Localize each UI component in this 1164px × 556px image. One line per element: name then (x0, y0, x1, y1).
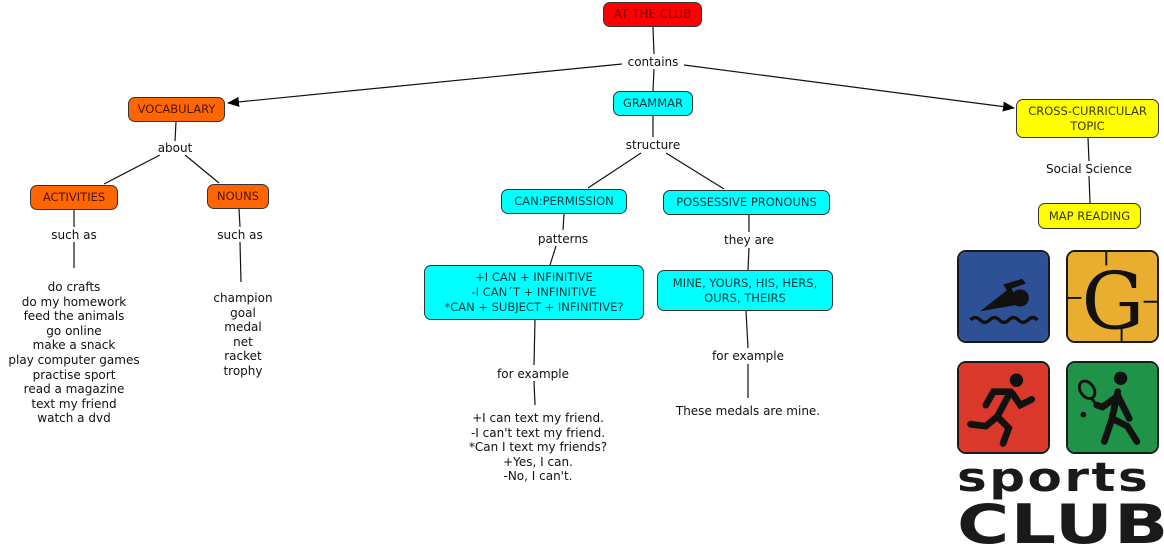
list-item: practise sport (32, 367, 116, 382)
list-item: watch a dvd (37, 411, 111, 426)
list-item: goal (230, 305, 256, 320)
connector (562, 213, 565, 231)
node-activities[interactable]: ACTIVITIES (30, 185, 118, 210)
link-they-are: they are (723, 233, 775, 247)
connector (184, 154, 220, 184)
logo-text-club: CLUB (957, 493, 1164, 556)
connector (1087, 137, 1090, 162)
connector (745, 310, 749, 349)
list-item: trophy (223, 363, 263, 378)
node-can-permission[interactable]: CAN:PERMISSION (501, 189, 627, 214)
list-item: racket (224, 349, 262, 364)
link-patterns: patterns (537, 232, 589, 246)
connector-arrow-cross-curricular (683, 64, 1015, 112)
connector-arrow-vocabulary (227, 63, 623, 107)
list-item: do crafts (47, 280, 101, 294)
connector (652, 26, 655, 55)
link-contains: contains (627, 55, 679, 69)
link-about: about (157, 141, 193, 155)
link-for-example-can: for example (497, 367, 569, 381)
link-such-as-activities: such as (51, 228, 97, 242)
connector (174, 121, 177, 142)
connector (239, 241, 242, 283)
list-item: -I can't text my friend. (470, 425, 606, 440)
link-structure: structure (625, 138, 681, 152)
list-item: feed the animals (23, 309, 125, 324)
link-such-as-nouns: such as (217, 228, 263, 242)
link-social-science: Social Science (1046, 162, 1132, 176)
list-item: play computer games (8, 352, 140, 367)
list-item: read a magazine (23, 382, 125, 397)
node-at-the-club[interactable]: AT THE CLUB (603, 2, 702, 27)
node-can-patterns[interactable]: +I CAN + INFINITIVE -I CAN´T + INFINITIV… (424, 265, 644, 320)
list-item: do my homework (21, 294, 127, 309)
logo-text-sports: sports (957, 455, 1151, 501)
svg-text:G: G (1082, 256, 1145, 341)
link-for-example-possessive: for example (712, 349, 784, 363)
node-pronoun-list[interactable]: MINE, YOURS, HIS, HERS, OURS, THEIRS (657, 270, 833, 311)
node-vocabulary[interactable]: VOCABULARY (128, 97, 225, 122)
list-item: champion (213, 291, 273, 305)
list-item: *Can I text my friends? (468, 440, 608, 455)
swimmer-icon (957, 250, 1050, 343)
node-cross-curricular-topic[interactable]: CROSS-CURRICULAR TOPIC (1016, 99, 1159, 138)
connector (1088, 175, 1091, 204)
connector (533, 319, 536, 366)
connector (747, 247, 750, 271)
connector (652, 68, 655, 92)
node-nouns[interactable]: NOUNS (207, 184, 269, 209)
list-item: -No, I can't. (503, 469, 573, 484)
connector (549, 245, 557, 266)
list-item: +Yes, I can. (503, 454, 573, 469)
node-map-reading[interactable]: MAP READING (1038, 203, 1141, 229)
runner-icon (957, 361, 1050, 454)
list-item: medal (224, 320, 262, 335)
list-item: go online (46, 323, 102, 338)
connector (587, 152, 642, 189)
connector (238, 208, 241, 228)
connector (665, 152, 725, 190)
connector (533, 380, 536, 406)
list-item: net (233, 334, 253, 349)
can-examples-list: +I can text my friend.-I can't text my f… (469, 411, 607, 484)
connector (103, 154, 161, 185)
list-item: make a snack (32, 338, 116, 353)
node-possessive-pronouns[interactable]: POSSESSIVE PRONOUNS (663, 190, 830, 215)
possessive-example: These medals are mine. (675, 404, 821, 418)
tennis-player-icon (1066, 361, 1159, 454)
list-item: +I can text my friend. (472, 411, 604, 425)
list-item: text my friend (31, 396, 117, 411)
node-grammar[interactable]: GRAMMAR (613, 91, 693, 116)
letter-g-icon: G (1066, 250, 1159, 343)
